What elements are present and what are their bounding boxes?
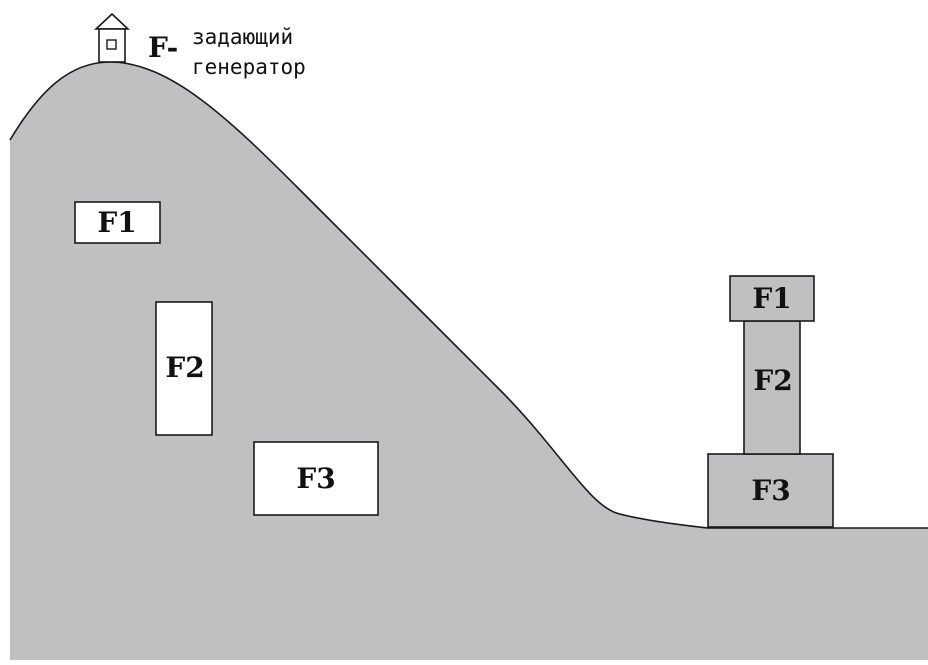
hill-box-f2-label: F2 (165, 351, 204, 384)
tower-box-f2-label: F2 (753, 364, 792, 397)
tower-box-f2: F2 (743, 320, 801, 455)
hill-box-f1-label: F1 (97, 206, 136, 239)
tower-box-f1: F1 (729, 275, 815, 322)
terrain-hill (10, 62, 928, 660)
hill-box-f3: F3 (253, 441, 379, 516)
generator-letter: F- (148, 31, 178, 64)
hill-box-f1: F1 (74, 201, 161, 244)
hill-box-f3-label: F3 (296, 462, 335, 495)
hill-box-f2: F2 (155, 301, 213, 436)
house-icon (93, 12, 131, 63)
tower-box-f3-label: F3 (751, 474, 790, 507)
tower-box-f3: F3 (707, 453, 834, 528)
generator-line2: генератор (192, 55, 306, 79)
tower-box-f1-label: F1 (752, 282, 791, 315)
generator-line1: задающий (192, 25, 293, 49)
